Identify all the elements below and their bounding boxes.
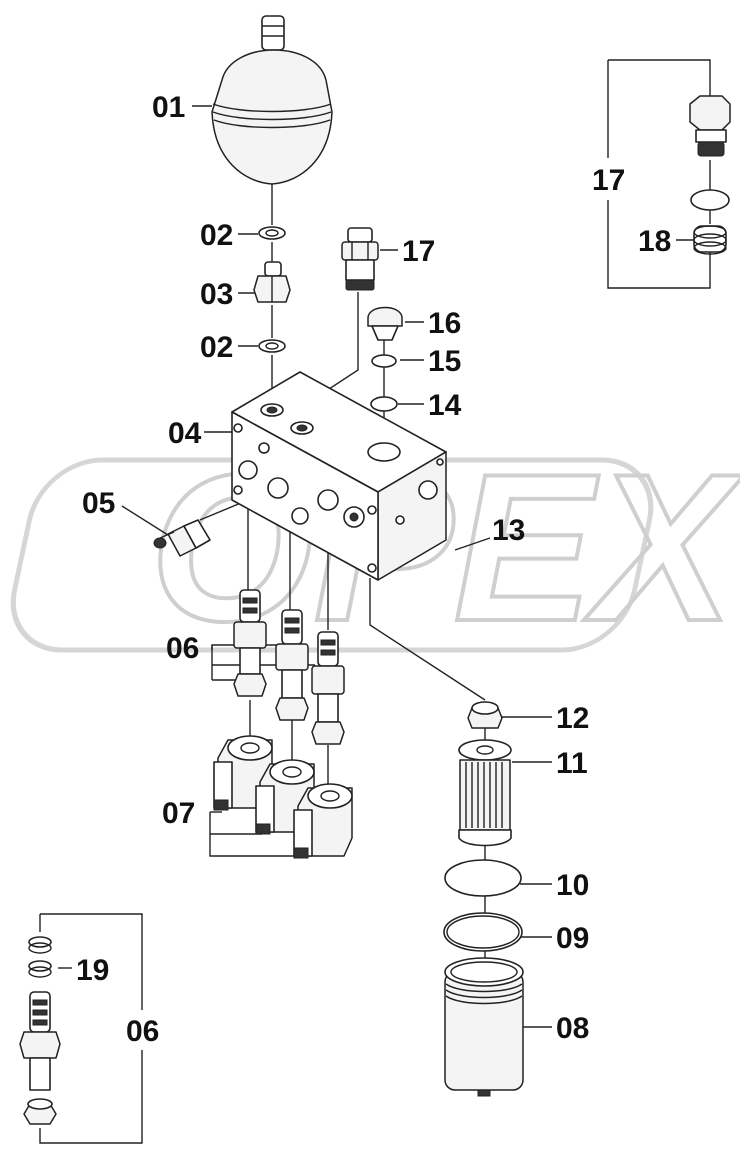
part-11-filter-element: [458, 739, 512, 847]
part-17-plug-detail: [689, 95, 731, 157]
label-10: 10: [556, 869, 589, 902]
part-labels: 01 02 03 02 17 16 15 14 04 05 13 06 12 1…: [76, 91, 671, 1048]
label-19: 19: [76, 954, 109, 987]
label-01: 01: [152, 91, 185, 124]
part-10-seal: [444, 859, 522, 897]
part-05-fitting: [153, 519, 211, 557]
part-09-seal: [443, 912, 523, 952]
label-16: 16: [428, 307, 461, 340]
part-14-o-ring: [370, 396, 398, 412]
part-06-cartridge-valve-1: [233, 589, 267, 697]
part-06-cartridge-valve-3: [311, 631, 345, 745]
part-06-cartridge-valve-detail: [19, 991, 61, 1125]
part-16-plug: [367, 306, 403, 341]
label-07: 07: [162, 797, 195, 830]
part-17-plug: [341, 227, 379, 291]
label-18: 18: [638, 225, 671, 258]
label-17-main: 17: [402, 235, 435, 268]
part-06-cartridge-valve-2: [275, 609, 309, 721]
label-05: 05: [82, 487, 115, 520]
part-12-nut: [467, 701, 503, 729]
part-18-seal-detail-ring: [690, 189, 730, 211]
part-03-adapter: [253, 261, 291, 303]
label-02-upper: 02: [200, 219, 233, 252]
part-01-accumulator: [211, 15, 333, 185]
label-03: 03: [200, 278, 233, 311]
label-04: 04: [168, 417, 202, 450]
part-19-seal-rings: [28, 936, 52, 978]
label-06-main: 06: [166, 632, 199, 665]
part-02-washer-lower: [258, 339, 286, 353]
label-13: 13: [492, 514, 525, 547]
label-15: 15: [428, 345, 461, 378]
label-02-lower: 02: [200, 331, 233, 364]
label-06-detail: 06: [126, 1015, 159, 1048]
label-08: 08: [556, 1012, 589, 1045]
part-02-washer-upper: [258, 226, 286, 240]
label-11: 11: [556, 747, 588, 780]
part-07-coil-3: [293, 783, 353, 859]
part-15-o-ring: [371, 354, 397, 368]
label-12: 12: [556, 702, 589, 735]
label-17-detail: 17: [592, 164, 625, 197]
part-18-seal-detail: [693, 225, 727, 255]
part-04-valve-block: [231, 371, 447, 581]
part-08-filter-housing: [444, 957, 524, 1097]
label-14: 14: [428, 389, 462, 422]
label-09: 09: [556, 922, 589, 955]
